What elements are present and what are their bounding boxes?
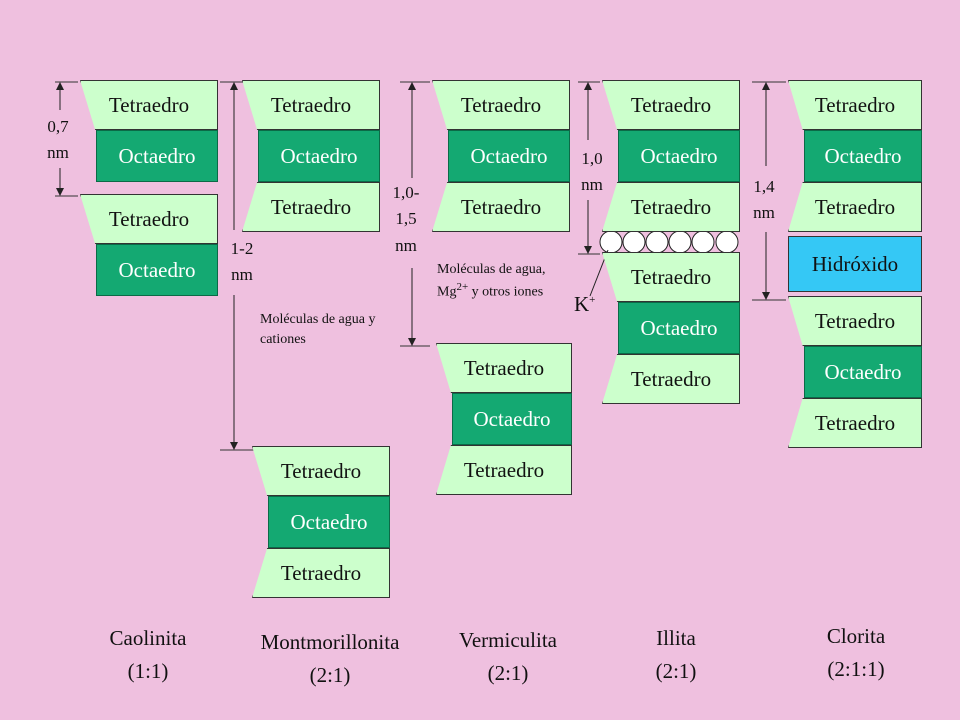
caption-clorita-ratio: (2:1:1) bbox=[827, 656, 885, 681]
illita-tetraedro-1: Tetraedro bbox=[602, 80, 740, 130]
caolinita-spacing-label: 0,7 nm bbox=[47, 117, 69, 163]
k-ion-label-charge: + bbox=[589, 294, 596, 306]
montmorillonita-tetraedro-1: Tetraedro bbox=[242, 80, 380, 130]
clorita-octaedro-3: Octaedro bbox=[804, 346, 922, 398]
caption-illita: Illita (2:1) bbox=[596, 622, 756, 687]
caption-montmorillonita-name: Montmorillonita bbox=[260, 630, 400, 654]
clorita-tetraedro-1: Tetraedro bbox=[788, 80, 922, 130]
caolinita-tetraedro-2: Tetraedro bbox=[80, 194, 218, 244]
illita-octaedro-3: Octaedro bbox=[618, 302, 740, 354]
montmorillonita-octaedro-3: Octaedro bbox=[268, 496, 390, 548]
vermiculita-note-charge: 2+ bbox=[456, 281, 469, 294]
caption-illita-name: Illita bbox=[656, 626, 696, 650]
k-ion bbox=[691, 230, 715, 254]
caption-clorita-name: Clorita bbox=[826, 624, 886, 648]
vermiculita-tetraedro-1: Tetraedro bbox=[432, 80, 570, 130]
clorita-hidroxido: Hidróxido bbox=[788, 236, 922, 292]
k-ion bbox=[622, 230, 646, 254]
montmorillonita-tetraedro-2: Tetraedro bbox=[242, 182, 380, 232]
caption-vermiculita: Vermiculita (2:1) bbox=[428, 624, 588, 689]
caption-clorita: Clorita (2:1:1) bbox=[776, 620, 936, 685]
vermiculita-tetraedro-3: Tetraedro bbox=[436, 343, 572, 393]
vermiculita-tetraedro-2: Tetraedro bbox=[432, 182, 570, 232]
montmorillonita-spacing-label: 1-2 nm bbox=[230, 239, 254, 285]
caption-caolinita-name: Caolinita bbox=[109, 626, 187, 650]
caolinita-tetraedro-1: Tetraedro bbox=[80, 80, 218, 130]
clorita-tetraedro-2: Tetraedro bbox=[788, 182, 922, 232]
montmorillonita-tetraedro-4: Tetraedro bbox=[252, 548, 390, 598]
caolinita-octaedro-1: Octaedro bbox=[96, 130, 218, 182]
illita-tetraedro-4: Tetraedro bbox=[602, 354, 740, 404]
vermiculita-tetraedro-4: Tetraedro bbox=[436, 445, 572, 495]
caolinita-octaedro-2: Octaedro bbox=[96, 244, 218, 296]
caption-caolinita: Caolinita (1:1) bbox=[68, 622, 228, 687]
vermiculita-interlayer-note: Moléculas de agua, Mg2+ y otros iones bbox=[437, 260, 567, 303]
caption-caolinita-ratio: (1:1) bbox=[127, 658, 169, 683]
montmorillonita-octaedro-1: Octaedro bbox=[258, 130, 380, 182]
illita-spacing-label: 1,0 nm bbox=[581, 149, 603, 195]
k-ion bbox=[668, 230, 692, 254]
clorita-spacing-label: 1,4 nm bbox=[753, 177, 775, 223]
k-ion-label: K+ bbox=[574, 292, 595, 317]
caption-illita-ratio: (2:1) bbox=[655, 658, 697, 683]
k-ion bbox=[715, 230, 739, 254]
clorita-octaedro-1: Octaedro bbox=[804, 130, 922, 182]
caption-vermiculita-ratio: (2:1) bbox=[487, 660, 529, 685]
illita-tetraedro-2: Tetraedro bbox=[602, 182, 740, 232]
k-ion-label-base: K bbox=[574, 292, 590, 316]
k-ion bbox=[645, 230, 669, 254]
vermiculita-note-text-b: y otros iones bbox=[468, 284, 544, 300]
caption-montmorillonita-ratio: (2:1) bbox=[309, 662, 351, 687]
montmorillonita-tetraedro-3: Tetraedro bbox=[252, 446, 390, 496]
k-ion bbox=[599, 230, 623, 254]
vermiculita-spacing-label: 1,0- 1,5 nm bbox=[392, 183, 420, 255]
caption-montmorillonita: Montmorillonita (2:1) bbox=[240, 626, 420, 691]
vermiculita-note-text-a: Moléculas de agua, Mg bbox=[437, 262, 546, 300]
vermiculita-octaedro-3: Octaedro bbox=[452, 393, 572, 445]
caption-vermiculita-name: Vermiculita bbox=[459, 628, 557, 652]
clorita-tetraedro-3: Tetraedro bbox=[788, 296, 922, 346]
illita-octaedro-1: Octaedro bbox=[618, 130, 740, 182]
montmorillonita-interlayer-note: Moléculas de agua y cationes bbox=[260, 312, 376, 348]
clorita-tetraedro-4: Tetraedro bbox=[788, 398, 922, 448]
vermiculita-octaedro-1: Octaedro bbox=[448, 130, 570, 182]
illita-tetraedro-3: Tetraedro bbox=[602, 252, 740, 302]
